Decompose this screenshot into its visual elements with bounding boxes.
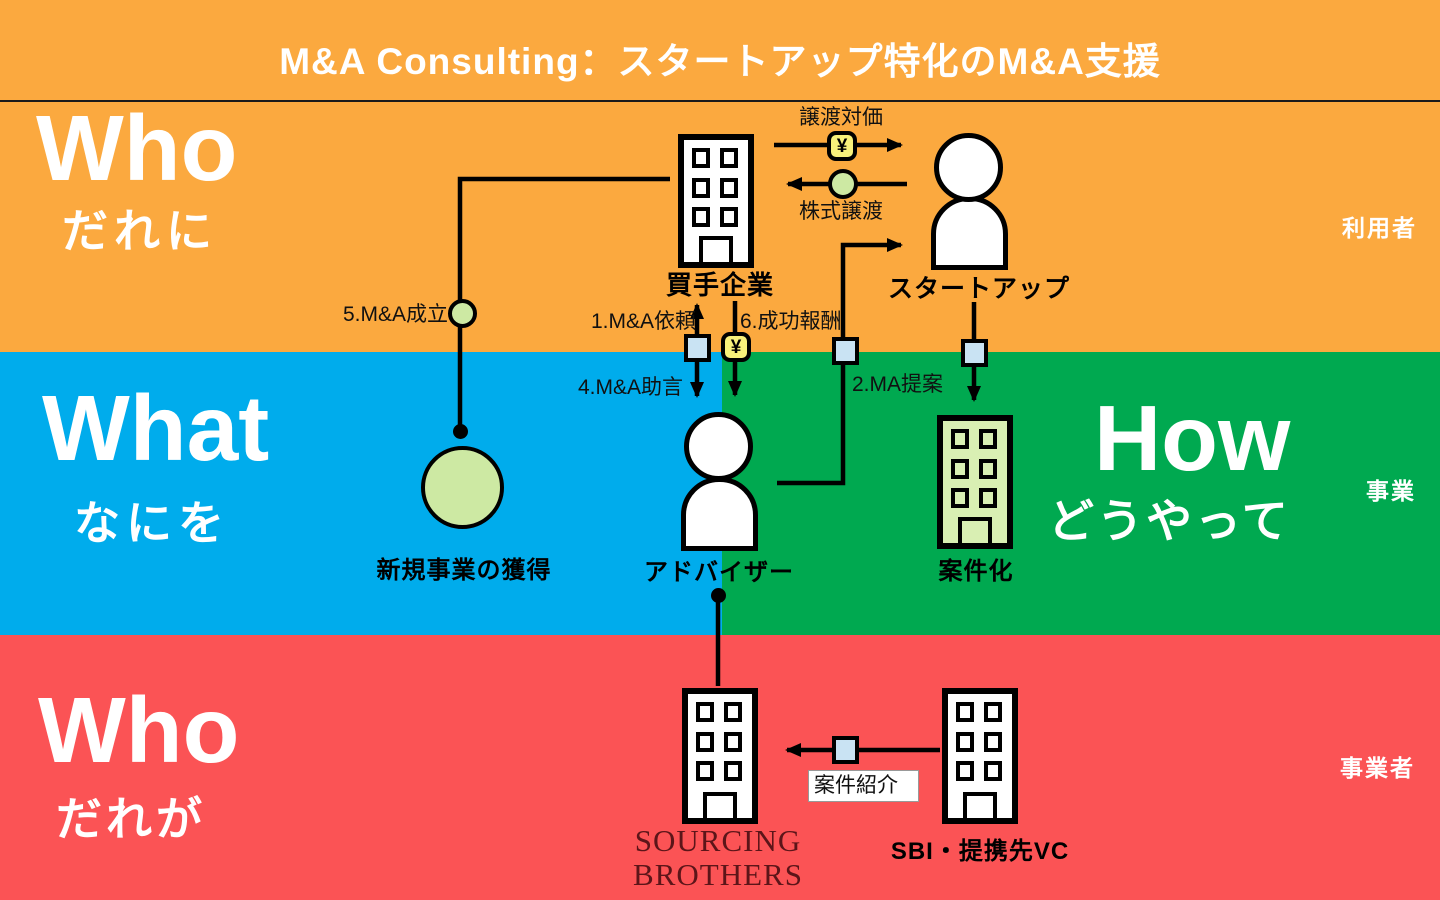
window: [724, 702, 742, 722]
advisor-label: アドバイザー: [644, 559, 794, 586]
startup-person-icon: [934, 133, 1003, 202]
window: [720, 178, 738, 198]
document-badge-request-advice: [684, 334, 711, 362]
heading-how: How: [1094, 386, 1291, 490]
heading-who-top: Who: [36, 96, 238, 200]
window: [951, 459, 969, 479]
buyer-label: 買手企業: [665, 270, 774, 300]
window: [984, 761, 1002, 781]
role-label-business: 事業: [1366, 478, 1416, 504]
window: [696, 761, 714, 781]
success-fee-label: 6.成功報酬: [740, 310, 842, 333]
share-transfer-circle-icon: [828, 169, 858, 199]
deal-referral-box: 案件紹介: [808, 770, 919, 802]
share-transfer-label: 株式譲渡: [799, 200, 883, 223]
role-label-operator: 事業者: [1340, 755, 1415, 781]
window: [979, 429, 997, 449]
window: [956, 732, 974, 752]
new-business-label: 新規事業の獲得: [376, 557, 552, 584]
subheading-how: どうやって: [1048, 495, 1291, 547]
yen-badge-success-fee: ¥: [721, 332, 751, 362]
connector-dot: [711, 588, 726, 603]
advisor-person-body: [681, 477, 758, 551]
window: [692, 148, 710, 168]
door: [699, 236, 733, 262]
sourcing-building-icon: [682, 688, 758, 824]
window: [692, 178, 710, 198]
document-badge-deal: [961, 339, 988, 367]
document-badge-referral: [832, 736, 859, 764]
deal-label: 案件化: [938, 558, 1014, 585]
mna-done-circle-icon: [448, 299, 477, 328]
window: [692, 207, 710, 227]
window: [720, 148, 738, 168]
sbi-building-icon: [942, 688, 1018, 824]
deal-referral-label: 案件紹介: [814, 774, 898, 797]
header-bar: [0, 0, 1440, 102]
line-mna-done: [457, 176, 670, 426]
mna-advice-label: 4.M&A助言: [578, 376, 684, 399]
role-label-users: 利用者: [1342, 215, 1417, 241]
mna-request-label: 1.M&A依頼: [591, 310, 697, 333]
window: [956, 761, 974, 781]
window: [979, 459, 997, 479]
startup-label: スタートアップ: [888, 275, 1071, 303]
ma-proposal-label: 2.MA提案: [852, 373, 944, 396]
advisor-person-icon: [684, 412, 753, 481]
sourcing-label-line1: SOURCING: [634, 823, 802, 858]
new-business-circle-icon: [421, 446, 504, 529]
deal-building-icon: [937, 415, 1013, 549]
sourcing-label-line2: BROTHERS: [633, 857, 803, 892]
buyer-building-icon: [678, 134, 754, 268]
subheading-what: なにを: [74, 497, 230, 549]
window: [956, 702, 974, 722]
window: [724, 732, 742, 752]
section-what: [0, 352, 722, 635]
window: [979, 488, 997, 508]
connector-dot: [453, 424, 468, 439]
door: [958, 517, 992, 543]
door: [963, 792, 997, 818]
mna-done-label: 5.M&A成立: [343, 303, 449, 326]
window: [696, 702, 714, 722]
window: [951, 488, 969, 508]
heading-what: What: [42, 376, 270, 480]
document-badge-proposal: [832, 337, 859, 365]
heading-who-bottom: Who: [38, 678, 240, 782]
window: [724, 761, 742, 781]
window: [984, 702, 1002, 722]
startup-person-body: [931, 196, 1008, 270]
door: [703, 792, 737, 818]
yen-badge-transfer-price: ¥: [827, 131, 857, 161]
page-title: M&A Consulting：スタートアップ特化のM&A支援: [279, 41, 1161, 82]
window: [720, 207, 738, 227]
transfer-price-label: 譲渡対価: [799, 106, 883, 129]
window: [951, 429, 969, 449]
subheading-who-top: だれに: [62, 205, 218, 257]
sbi-label: SBI・提携先VC: [890, 838, 1070, 865]
window: [696, 732, 714, 752]
subheading-who-bottom: だれが: [56, 793, 206, 845]
window: [984, 732, 1002, 752]
